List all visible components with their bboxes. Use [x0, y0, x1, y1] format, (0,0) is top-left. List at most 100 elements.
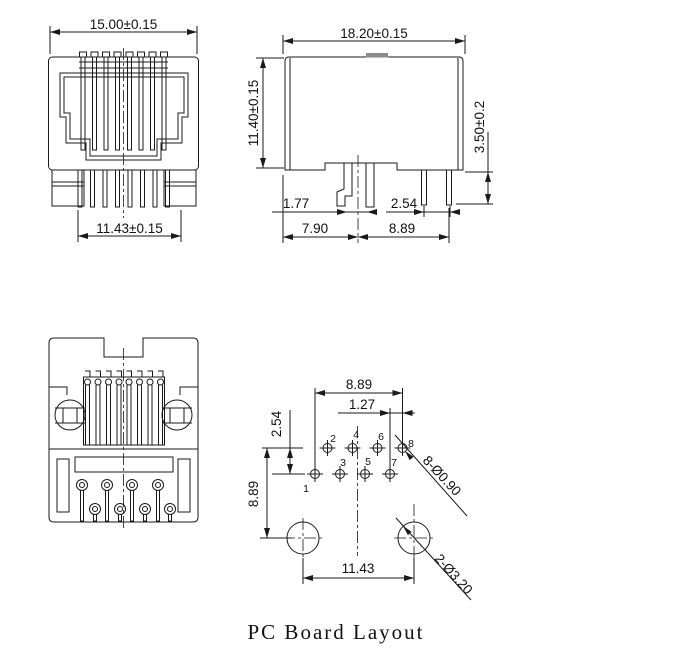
- pin-hole-3: [332, 466, 348, 482]
- dim-text-pin-pitch: 2.54: [391, 196, 418, 211]
- pcb-dim-mount-span: 11.43: [302, 558, 415, 584]
- bottom-side-slot-left: [56, 458, 70, 513]
- leader-line: [394, 434, 468, 517]
- pin-ring-inner: [129, 482, 135, 488]
- pin-ring: [152, 479, 164, 491]
- drawing-caption: PC Board Layout: [248, 620, 425, 644]
- dim-text-row-to-mount: 8.89: [246, 481, 261, 507]
- bottom-contact-wires: [85, 385, 163, 446]
- dim-arrowheads: [380, 410, 413, 416]
- pcb-pin-numbers: 1 2 3 4 5 6 7 8: [303, 429, 414, 495]
- dim-arrowheads: [414, 209, 460, 215]
- contact-bend: [157, 378, 164, 386]
- pin-ring-inner: [155, 482, 161, 488]
- dim-extension-lines: [314, 388, 403, 466]
- pin-ring-inner: [92, 506, 98, 512]
- pin-number-2: 2: [330, 433, 336, 445]
- dim-text-row-gap: 2.54: [269, 410, 284, 437]
- label-pin-holes: 8-Ø0.90: [420, 453, 464, 499]
- pcb-dim-pin-row-span: 8.89: [314, 377, 403, 466]
- front-dim-pin-span: 11.43±0.15: [77, 210, 182, 242]
- pcb-dim-row-offset: 1.27: [338, 397, 415, 466]
- pin-ring: [101, 479, 113, 491]
- front-opening-inner: [63, 76, 185, 157]
- pin-ring: [114, 503, 126, 515]
- front-contacts: [80, 57, 167, 151]
- dim-text-front-width: 15.00±0.15: [90, 17, 157, 32]
- front-board-locks: [51, 170, 197, 207]
- side-dim-bottom-chain: 7.90 8.89: [282, 175, 450, 243]
- pin-number-1: 1: [303, 483, 309, 495]
- dim-text-mount-span: 11.43: [342, 561, 375, 576]
- dim-text-side-depth: 18.20±0.15: [340, 26, 407, 41]
- hole-crosshair: [307, 466, 323, 482]
- side-dim-body-depth: 18.20±0.15: [282, 26, 466, 54]
- latch-stem-left: [62, 407, 78, 424]
- pcb-leader-pin-holes: 8-Ø0.90: [394, 434, 468, 517]
- contact-bend: [115, 378, 123, 386]
- hole-crosshair: [332, 466, 348, 482]
- pin-ring: [76, 479, 88, 491]
- dim-extension-lines: [49, 26, 198, 54]
- front-opening-outer: [59, 72, 189, 161]
- bottom-side-slot-right: [177, 458, 191, 513]
- dim-arrowheads: [485, 172, 491, 204]
- dim-text-front-to-center: 7.90: [302, 221, 328, 236]
- dim-arrowheads: [337, 209, 377, 215]
- bottom-contact-stubs: [85, 370, 164, 377]
- front-pins: [77, 170, 170, 208]
- pcb-dim-row-to-mount: 8.89: [246, 448, 292, 539]
- bottom-side-latches: [54, 399, 193, 431]
- side-pins: [421, 170, 452, 206]
- side-dim-body-height: 11.40±0.15: [246, 57, 284, 169]
- pin-number-7: 7: [391, 457, 397, 469]
- contact-bend: [94, 378, 102, 386]
- pin-hole-4: [344, 440, 361, 456]
- side-snap-post-front: [336, 163, 353, 207]
- contact-bend: [136, 378, 143, 386]
- bottom-contact-housing: [83, 376, 165, 446]
- hole-crosshair: [319, 440, 336, 456]
- bottom-pin-rings-lower: [89, 503, 176, 515]
- side-view: 18.20±0.15 11.40±0.15 3.50±0.2 1.77 2.54…: [246, 26, 493, 243]
- hole-crosshair: [382, 466, 398, 482]
- dim-extension-lines: [262, 410, 305, 475]
- dim-extension-lines: [338, 408, 415, 466]
- front-contact-comb-tabs: [79, 51, 168, 58]
- dim-arrowheads: [283, 234, 449, 240]
- side-top-tab: [366, 53, 388, 58]
- hole-crosshair: [357, 466, 373, 482]
- leader-arrowhead: [405, 451, 414, 461]
- pin-number-8: 8: [408, 438, 414, 450]
- dim-text-latch-offset: 1.77: [283, 196, 309, 211]
- pin-ring-inner: [79, 482, 85, 488]
- pcb-layout-view: 1 2 3 4 5 6 7 8 8.89 1.27 2.54: [246, 377, 476, 601]
- side-body-outline: [284, 56, 464, 171]
- pin-ring: [89, 503, 101, 515]
- pin-ring-inner: [142, 506, 148, 512]
- dim-text-row-offset: 1.27: [349, 397, 375, 412]
- pcb-mount-holes: [283, 504, 434, 562]
- bottom-contact-bends: [84, 378, 164, 386]
- pin-number-3: 3: [340, 457, 346, 469]
- dim-extension-lines: [256, 57, 284, 169]
- dim-arrowheads: [315, 390, 403, 396]
- pin-hole-7: [382, 466, 398, 482]
- latch-stem-right: [169, 407, 185, 424]
- pin-number-4: 4: [353, 429, 359, 441]
- front-dim-body-width: 15.00±0.15: [49, 17, 198, 54]
- front-view: 15.00±0.15 11.43±0.15: [48, 17, 199, 242]
- front-contact-collar: [79, 61, 168, 69]
- side-latch-left: [54, 399, 86, 431]
- pin-hole-1: [307, 466, 323, 482]
- pin-number-5: 5: [365, 456, 371, 468]
- pin-ring: [164, 503, 176, 515]
- pin-hole-5: [357, 466, 373, 482]
- pcb-leader-mount-holes: 2-Ø3.20: [395, 517, 476, 601]
- dim-text-front-pin-span: 11.43±0.15: [96, 221, 162, 236]
- side-snap-post-rear: [365, 163, 375, 208]
- contact-bend: [105, 378, 112, 386]
- pin-ring: [126, 479, 138, 491]
- dim-text-row-span: 8.89: [346, 377, 372, 392]
